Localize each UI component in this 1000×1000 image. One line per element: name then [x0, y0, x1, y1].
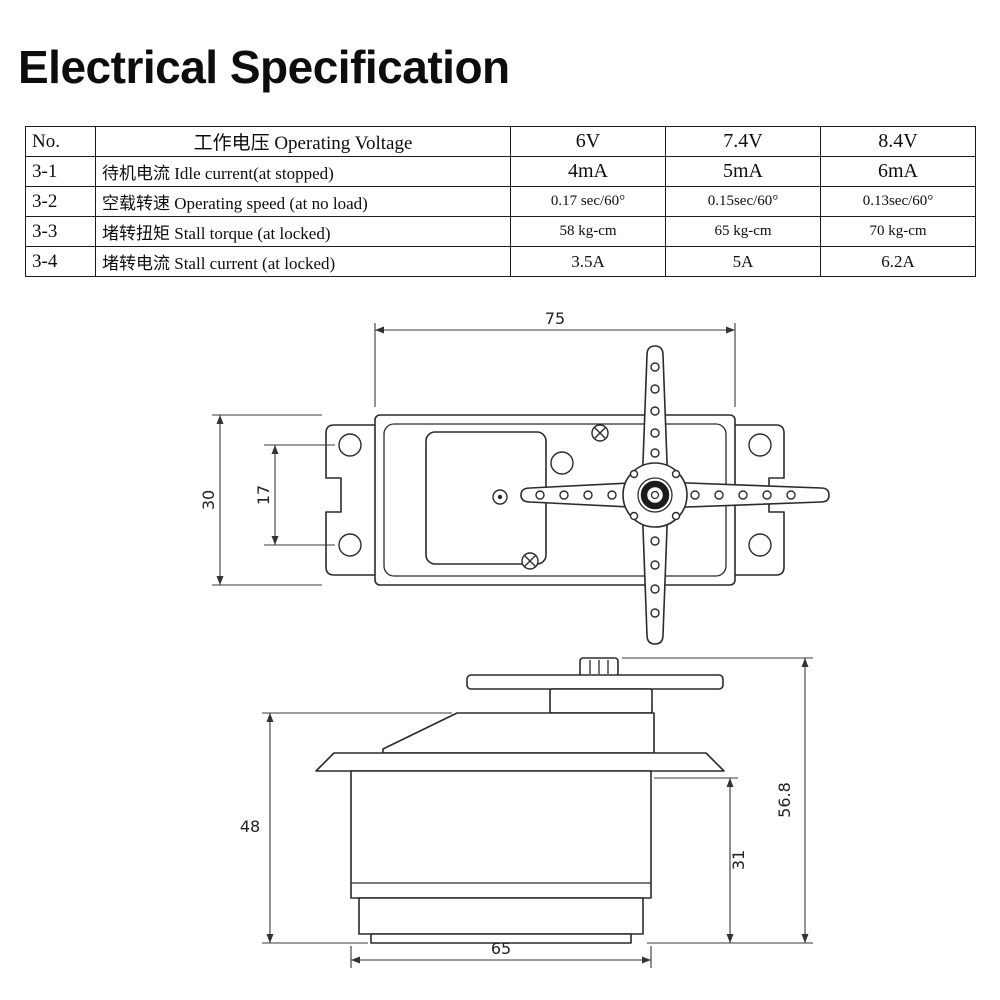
row-value-6v: 4mA — [510, 156, 666, 187]
case-screw — [591, 424, 609, 442]
bottom-cap — [358, 897, 644, 935]
servo-horn — [520, 345, 830, 645]
spec-table: No. 工作电压 Operating Voltage 6V 7.4V 8.4V … — [25, 126, 976, 277]
page-title: Electrical Specification — [18, 41, 510, 93]
header-param: 工作电压 Operating Voltage — [95, 126, 511, 157]
row-param: 空载转速 Operating speed (at no load) — [95, 186, 511, 217]
dim-label-31: 31 — [729, 850, 748, 870]
row-no: 3-3 — [25, 216, 96, 247]
dim-label-17: 17 — [254, 485, 273, 505]
header-8-4v: 8.4V — [820, 126, 976, 157]
case-screw — [521, 552, 539, 570]
row-value-84v: 6.2A — [820, 246, 976, 277]
output-shaft-top — [579, 657, 619, 677]
pivot-mark — [492, 489, 508, 505]
horn-arm-up — [641, 345, 669, 490]
top-view-dimensions: 75 30 17 — [200, 309, 736, 586]
row-no: 3-4 — [25, 246, 96, 277]
main-body — [350, 770, 652, 899]
row-param: 堵转扭矩 Stall torque (at locked) — [95, 216, 511, 247]
spec-row-operating-speed: 3-2 空载转速 Operating speed (at no load) 0.… — [25, 186, 976, 217]
row-value-84v: 0.13sec/60° — [820, 186, 976, 217]
dim-label-56-8: 56.8 — [775, 782, 794, 818]
row-value-6v: 0.17 sec/60° — [510, 186, 666, 217]
spec-row-idle-current: 3-1 待机电流 Idle current(at stopped) 4mA 5m… — [25, 156, 976, 187]
dim-label-48: 48 — [240, 817, 260, 836]
bottom-plate — [370, 933, 632, 944]
row-value-6v: 3.5A — [510, 246, 666, 277]
gear-head — [549, 688, 653, 714]
row-value-74v: 5A — [665, 246, 821, 277]
top-view-drawing: 75 30 17 — [200, 309, 830, 645]
row-value-74v: 5mA — [665, 156, 821, 187]
row-value-74v: 65 kg-cm — [665, 216, 821, 247]
spec-header-row: No. 工作电压 Operating Voltage 6V 7.4V 8.4V — [25, 126, 976, 157]
row-value-84v: 70 kg-cm — [820, 216, 976, 247]
header-no: No. — [25, 126, 96, 157]
row-value-74v: 0.15sec/60° — [665, 186, 821, 217]
side-view-drawing: 48 56.8 31 65 — [240, 657, 813, 968]
horn-hub — [622, 462, 688, 528]
mounting-flange-side — [315, 752, 725, 772]
header-7-4v: 7.4V — [665, 126, 821, 157]
row-value-6v: 58 kg-cm — [510, 216, 666, 247]
row-param: 堵转电流 Stall current (at locked) — [95, 246, 511, 277]
mounting-hole — [338, 433, 362, 457]
mounting-hole — [748, 533, 772, 557]
horn-arm-down — [641, 500, 669, 645]
row-no: 3-1 — [25, 156, 96, 187]
horn-side-profile — [466, 674, 724, 690]
case-hole — [550, 451, 574, 475]
row-value-84v: 6mA — [820, 156, 976, 187]
side-view-dimensions: 48 56.8 31 65 — [240, 657, 813, 968]
dim-label-75: 75 — [545, 309, 565, 328]
upper-case — [382, 712, 655, 754]
mounting-ear-left — [325, 424, 377, 576]
spec-row-stall-current: 3-4 堵转电流 Stall current (at locked) 3.5A … — [25, 246, 976, 277]
mounting-hole — [748, 433, 772, 457]
spec-row-stall-torque: 3-3 堵转扭矩 Stall torque (at locked) 58 kg-… — [25, 216, 976, 247]
dim-label-65: 65 — [491, 939, 511, 958]
row-no: 3-2 — [25, 186, 96, 217]
row-param: 待机电流 Idle current(at stopped) — [95, 156, 511, 187]
dim-label-30: 30 — [200, 490, 218, 510]
horn-holes — [535, 362, 796, 618]
header-6v: 6V — [510, 126, 666, 157]
servo-body-side-view — [315, 657, 725, 944]
mounting-hole — [338, 533, 362, 557]
